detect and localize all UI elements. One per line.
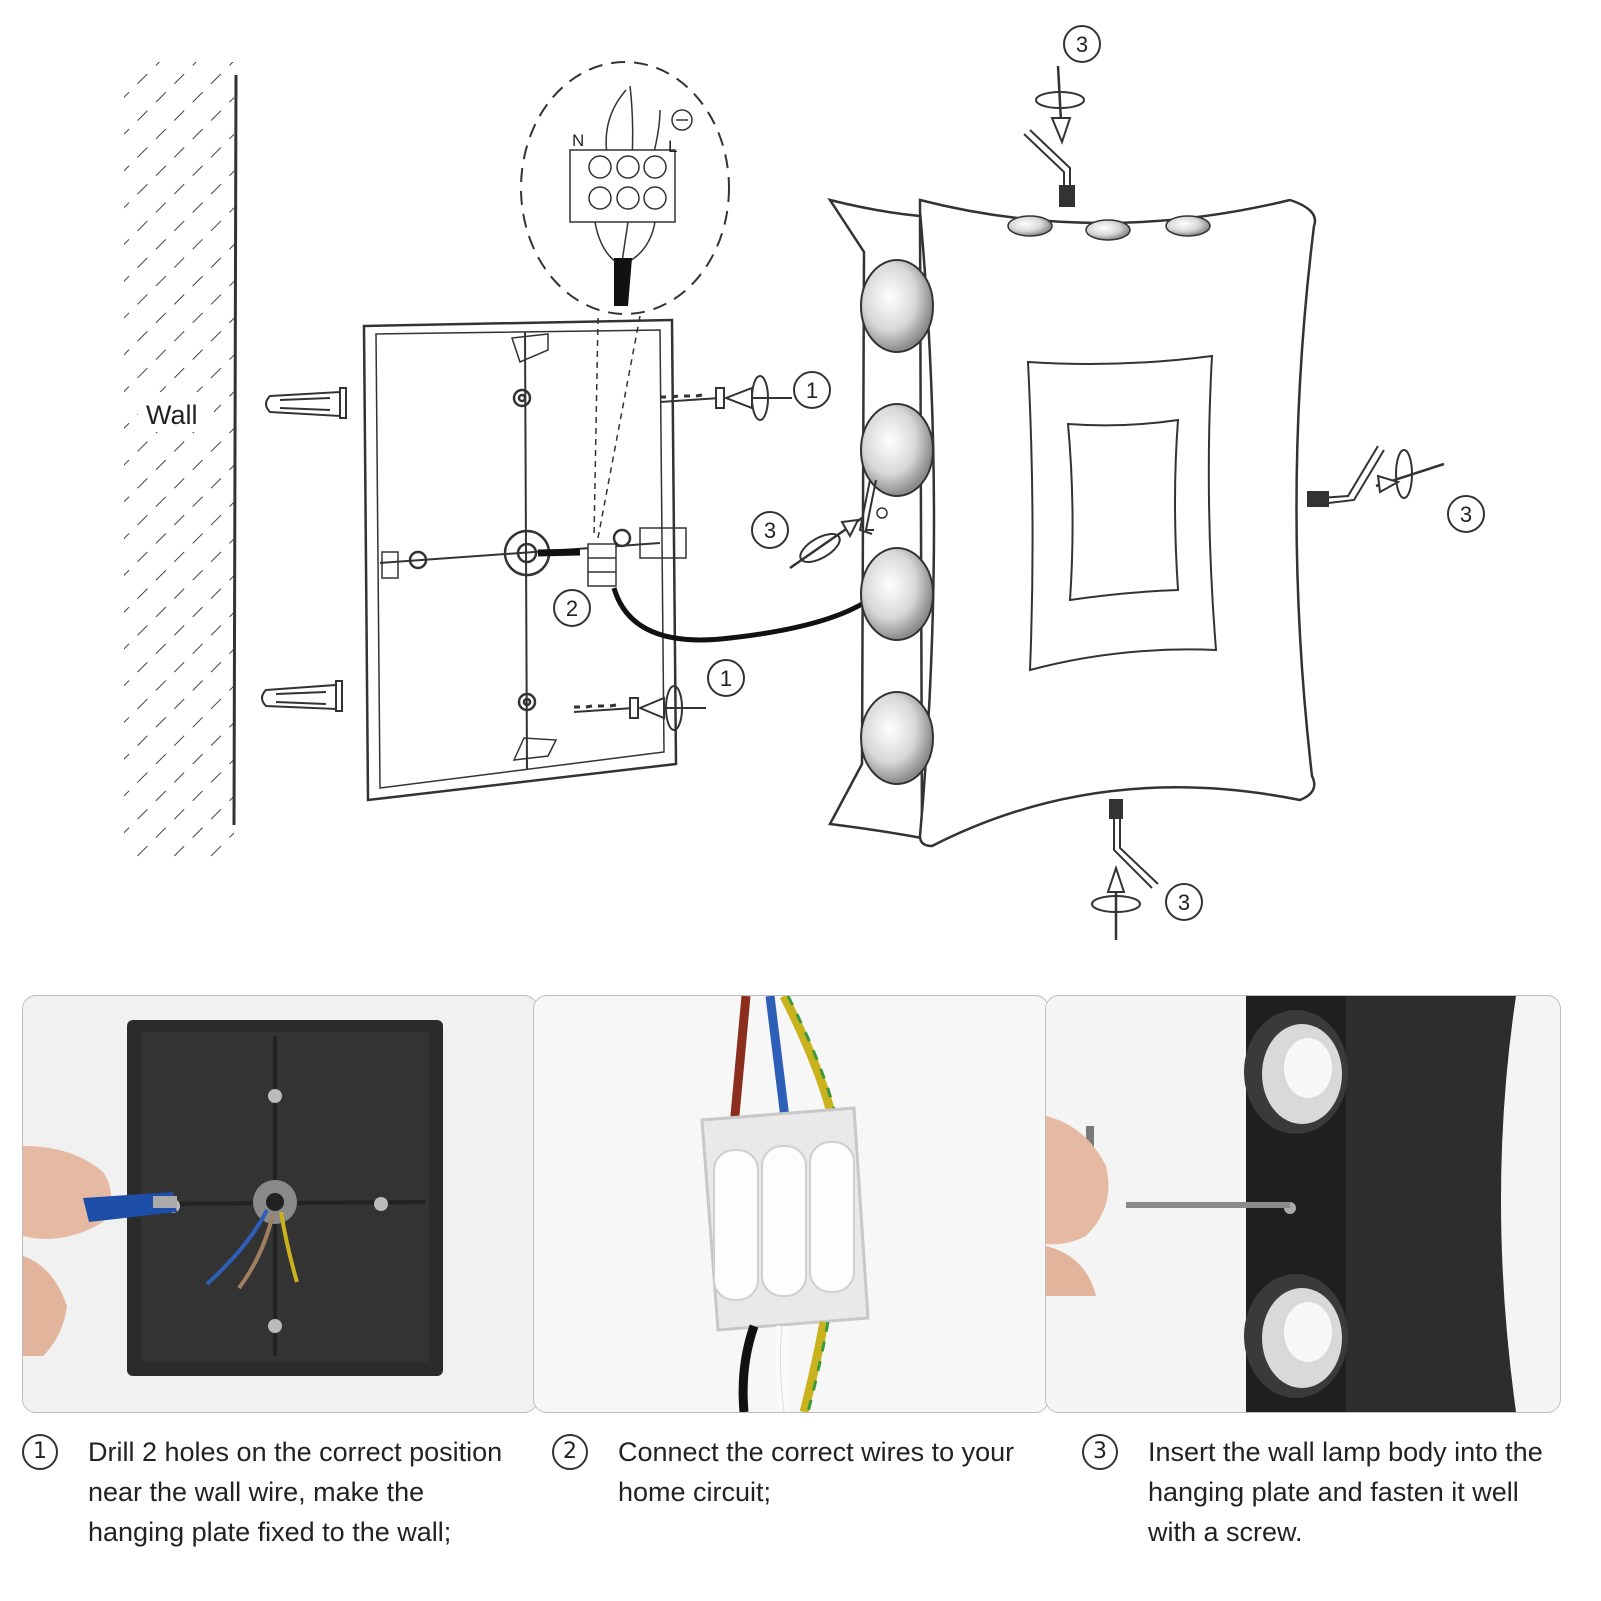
screw-bottom (573, 685, 706, 731)
allen-key-left (789, 479, 877, 570)
wall-anchor-bottom (261, 680, 343, 712)
step-2-number: 2 (552, 1434, 588, 1470)
photo-wire-connector (533, 995, 1049, 1413)
screw-top (659, 375, 792, 421)
step-2-text: Connect the correct wires to your home c… (618, 1437, 1015, 1507)
allen-key-right (1307, 445, 1445, 507)
installation-diagram: Wall (124, 25, 1485, 940)
allen-key-top (1023, 65, 1085, 207)
callout-3-right-number: 3 (1460, 502, 1472, 527)
photo-fasten-screw (1045, 995, 1561, 1413)
callout-3-right (1447, 495, 1485, 533)
callout-1-bottom-number: 1 (720, 666, 732, 691)
lamp-body (827, 198, 1317, 848)
step-3-text: Insert the wall lamp body into the hangi… (1148, 1437, 1543, 1547)
zoom-guide-lines (593, 315, 641, 539)
callout-1-bottom (707, 659, 745, 697)
callout-2-number: 2 (566, 596, 578, 621)
callout-3-topright (1063, 25, 1101, 63)
callout-3-left-number: 3 (764, 518, 776, 543)
wire-to-lamp (537, 543, 864, 643)
callout-1-top (793, 371, 831, 409)
callout-3-left (751, 511, 789, 549)
allen-key-bottom (1091, 799, 1159, 940)
callout-2 (553, 589, 591, 627)
wall-label: Wall (146, 400, 198, 430)
neutral-label: N (572, 131, 584, 150)
step-1-text: Drill 2 holes on the correct position ne… (88, 1437, 503, 1547)
wall-anchor-top (265, 387, 347, 419)
callout-3-bottom (1165, 883, 1203, 921)
callout-3-bottom-number: 3 (1178, 890, 1190, 915)
photo-drill-plate (22, 995, 538, 1413)
wall: Wall (124, 62, 238, 862)
callout-1-top-number: 1 (806, 378, 818, 403)
step-3-number: 3 (1082, 1434, 1118, 1470)
callout-3-topright-number: 3 (1076, 32, 1088, 57)
live-label: L (668, 137, 677, 156)
step-1-number: 1 (22, 1434, 58, 1470)
terminal-block-zoom: N L (520, 61, 730, 315)
hanging-plate (362, 318, 687, 802)
